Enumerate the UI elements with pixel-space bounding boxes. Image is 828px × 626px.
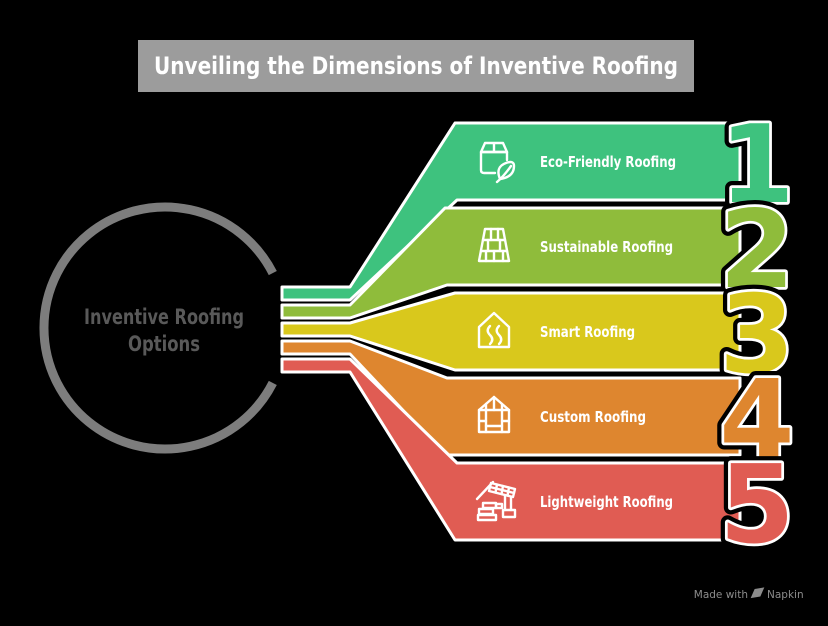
page-title: Unveiling the Dimensions of Inventive Ro… — [154, 52, 678, 80]
banner-label: Lightweight Roofing — [540, 493, 673, 511]
center-node: Inventive Roofing Options — [39, 202, 277, 454]
ribbon-banner-5 — [280, 357, 742, 542]
napkin-logo-icon — [750, 587, 765, 599]
center-label-line1: Inventive Roofing — [84, 305, 244, 329]
item-row-custom: Custom Roofing 4 4 — [280, 339, 802, 490]
ribbon-banner-2 — [280, 206, 742, 320]
banner-label: Sustainable Roofing — [540, 238, 673, 256]
item-row-lightweight: Lightweight Roofing 5 5 — [280, 357, 802, 575]
banner-label: Smart Roofing — [540, 323, 635, 341]
banner-label: Custom Roofing — [540, 408, 646, 426]
banner-label: Eco-Friendly Roofing — [540, 153, 676, 171]
house-construction-icon — [475, 480, 517, 522]
greenhouse-frame-icon — [477, 395, 511, 434]
roof-tiles-icon — [477, 227, 511, 263]
center-label-line2: Options — [128, 332, 200, 356]
title-background — [138, 40, 694, 92]
eco-package-leaf-icon — [479, 141, 516, 184]
ribbon-banner-3 — [280, 291, 742, 372]
big-number: 5 — [719, 443, 794, 568]
watermark: Made with Napkin — [694, 587, 804, 601]
ribbon-banner-4 — [280, 339, 742, 457]
watermark-brand: Napkin — [767, 589, 804, 601]
big-number-outline: 5 — [719, 443, 794, 568]
smart-house-heat-icon — [477, 311, 511, 349]
center-ring — [39, 202, 277, 454]
title-banner: Unveiling the Dimensions of Inventive Ro… — [138, 40, 694, 92]
watermark-prefix: Made with — [694, 589, 748, 601]
